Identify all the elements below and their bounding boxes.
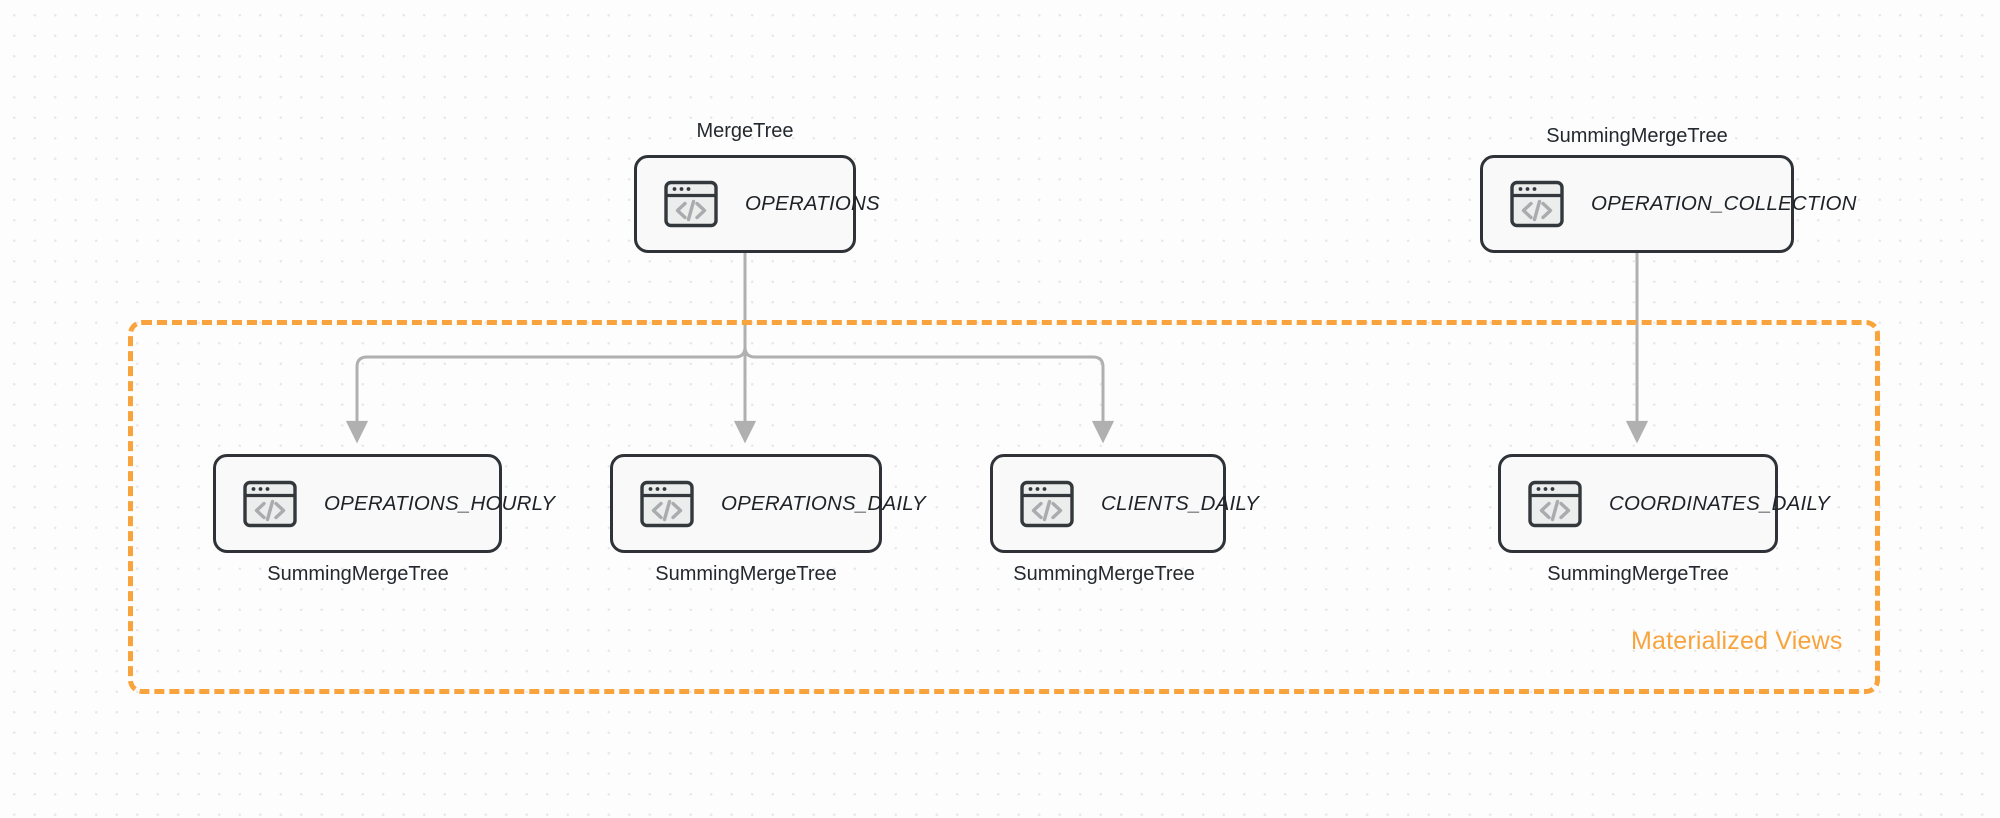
engine-caption-operations-daily: SummingMergeTree	[655, 563, 837, 585]
code-window-icon	[1510, 180, 1564, 228]
code-window-icon	[664, 180, 718, 228]
code-window-icon	[1528, 480, 1582, 527]
node-label-clients-daily: CLIENTS_DAILY	[1101, 491, 1259, 515]
engine-caption-coordinates-daily: SummingMergeTree	[1547, 563, 1729, 585]
node-operation-collection[interactable]: OPERATION_COLLECTION	[1480, 155, 1856, 253]
materialized-views-group-label: Materialized Views	[1631, 627, 1843, 655]
node-operations-hourly[interactable]: OPERATIONS_HOURLY	[213, 454, 555, 553]
code-window-icon	[243, 480, 297, 527]
materialized-views-group	[128, 320, 1880, 694]
node-label-operations: OPERATIONS	[745, 192, 880, 215]
node-coordinates-daily[interactable]: COORDINATES_DAILY	[1498, 454, 1830, 553]
node-operations[interactable]: OPERATIONS	[634, 155, 880, 253]
node-clients-daily[interactable]: CLIENTS_DAILY	[990, 454, 1259, 553]
code-window-icon	[640, 480, 694, 527]
engine-caption-clients-daily: SummingMergeTree	[1013, 563, 1195, 585]
code-window-icon	[1020, 480, 1074, 527]
node-label-operation-collection: OPERATION_COLLECTION	[1591, 192, 1857, 215]
engine-caption-operation-collection: SummingMergeTree	[1546, 125, 1728, 147]
engine-caption-operations: MergeTree	[696, 120, 794, 142]
node-label-operations-hourly: OPERATIONS_HOURLY	[324, 491, 556, 515]
node-label-operations-daily: OPERATIONS_DAILY	[721, 491, 926, 515]
node-operations-daily[interactable]: OPERATIONS_DAILY	[610, 454, 926, 553]
engine-caption-operations-hourly: SummingMergeTree	[267, 563, 449, 585]
node-label-coordinates-daily: COORDINATES_DAILY	[1609, 491, 1830, 515]
